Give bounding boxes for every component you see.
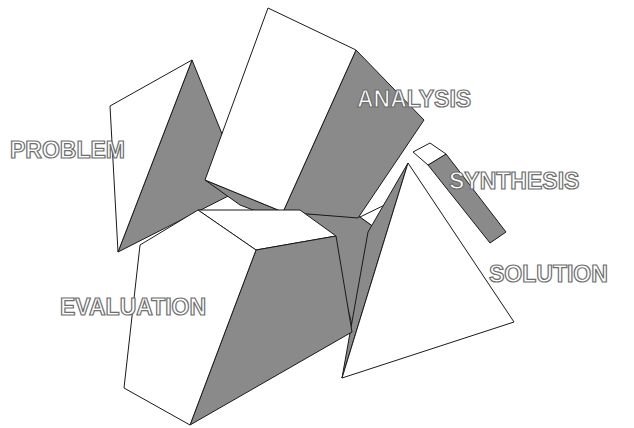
stage-label: ANALYSIS bbox=[357, 88, 471, 111]
pyramid-light-face bbox=[342, 163, 514, 378]
stage-label: PROBLEM bbox=[10, 139, 125, 162]
stage-label: EVALUATION bbox=[60, 296, 206, 319]
block-light-face bbox=[205, 8, 356, 212]
bar-light-face bbox=[413, 143, 446, 165]
stage-label: SYNTHESIS bbox=[449, 170, 579, 193]
stage-label: SOLUTION bbox=[489, 263, 608, 286]
